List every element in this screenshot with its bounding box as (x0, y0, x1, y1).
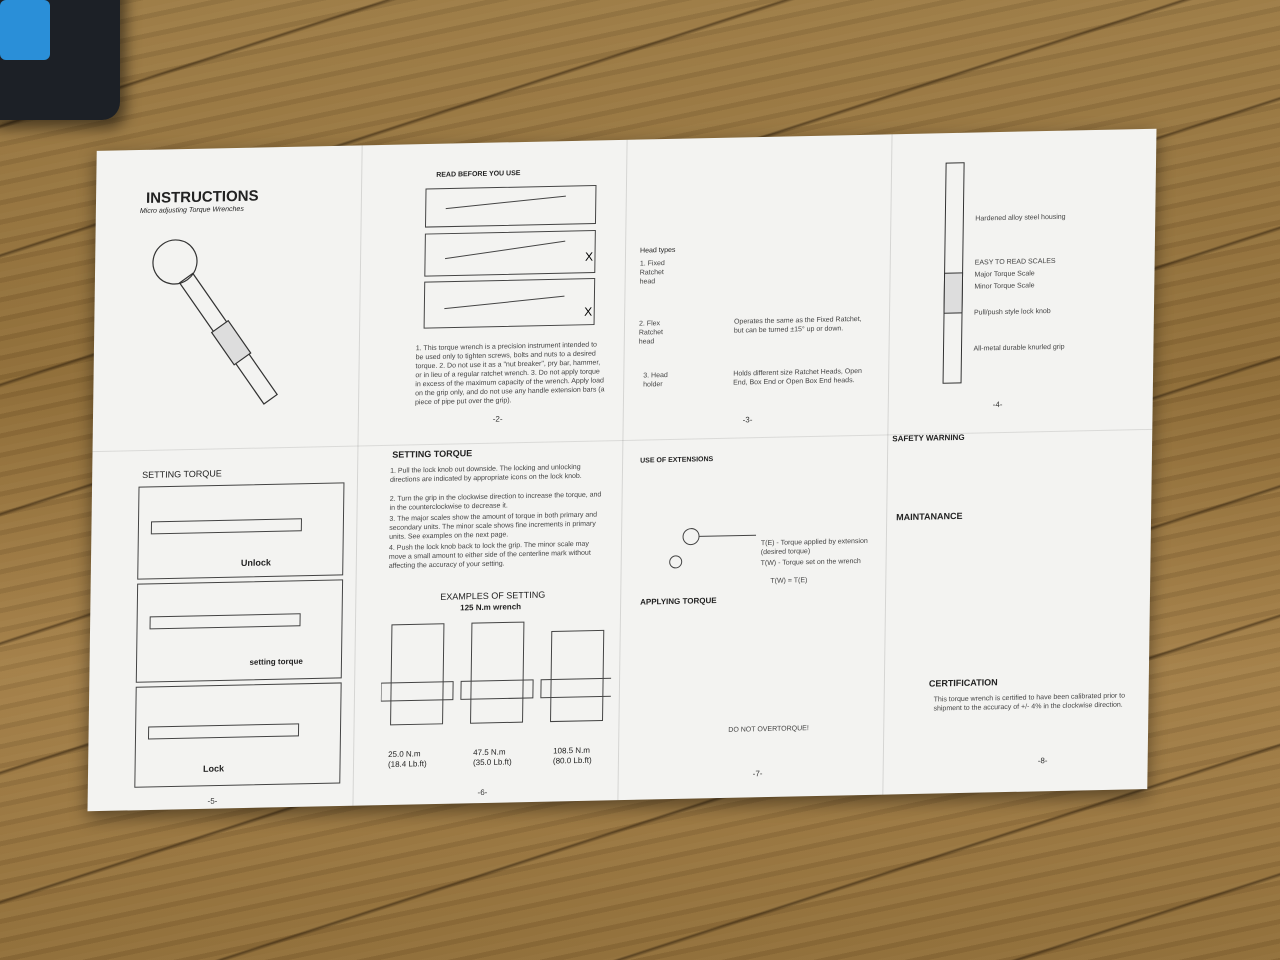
page-5: -5- (207, 796, 218, 806)
head-holder-label: 3. Head holder (643, 372, 668, 389)
svg-text:X: X (585, 250, 593, 264)
safety-warning-title: SAFETY WARNING (892, 432, 965, 444)
do-not-overtorque: DO NOT OVERTORQUE! (728, 725, 809, 734)
page-3: -3- (742, 415, 753, 425)
setting-step-1: 1. Pull the lock knob out downside. The … (389, 463, 582, 484)
page-4: -4- (992, 400, 1003, 410)
device-screen (0, 0, 50, 60)
fixed-head-label: 1. Fixed Ratchet head (639, 260, 665, 286)
extensions-title: USE OF EXTENSIONS (640, 456, 714, 465)
example-3-value: 108.5 N.m (553, 745, 591, 756)
setting-step-4: 4. Push the lock knob back to lock the g… (388, 540, 591, 570)
maintenance-title: MAINTANANCE (896, 510, 963, 523)
wrench-diagram (942, 162, 965, 384)
instructions-subtitle: Micro adjusting Torque Wrenches (139, 205, 244, 216)
setting-steps-illustration (134, 482, 345, 788)
grip-label: All-metal durable knurled grip (973, 343, 1065, 353)
wrench-size: 125 N.m wrench (460, 602, 522, 613)
svg-text:X: X (584, 305, 592, 319)
head-types-label: Head types (640, 246, 676, 255)
example-2-lbft: (35.0 Lb.ft) (472, 757, 512, 768)
lock-knob-label: Pull/push style lock knob (973, 307, 1051, 317)
formula: T(W) = T(E) (770, 577, 808, 585)
example-1-value: 25.0 N.m (388, 749, 421, 759)
te-label: T(E) - Torque applied by extension (desi… (760, 537, 868, 557)
unlock-label: Unlock (240, 557, 271, 569)
example-3-lbft: (80.0 Lb.ft) (552, 755, 592, 766)
minor-scale-label: Minor Torque Scale (974, 282, 1035, 291)
setting-step-2: 2. Turn the grip in the clockwise direct… (389, 491, 602, 512)
instructions-title: INSTRUCTIONS (145, 187, 259, 207)
example-1-lbft: (18.4 Lb.ft) (387, 759, 427, 769)
read-before-title: READ BEFORE YOU USE (436, 170, 521, 179)
page-6: -6- (477, 787, 488, 798)
page-7: -7- (752, 769, 763, 779)
wrench-illustration (152, 239, 278, 405)
read-before-text: 1. This torque wrench is a precision ins… (414, 341, 605, 407)
flex-head-label: 2. Flex Ratchet head (638, 320, 664, 346)
page-8: -8- (1037, 756, 1048, 766)
setting-torque-small-title: SETTING TORQUE (142, 468, 222, 481)
setting-torque-title: SETTING TORQUE (392, 448, 473, 460)
easy-scales-label: EASY TO READ SCALES (974, 257, 1056, 267)
major-scale-label: Major Torque Scale (974, 270, 1035, 279)
certification-title: CERTIFICATION (928, 677, 998, 689)
instruction-sheet: INSTRUCTIONS Micro adjusting Torque Wren… (87, 128, 1157, 812)
examples-title: EXAMPLES OF SETTING (440, 589, 546, 602)
housing-label: Hardened alloy steel housing (975, 213, 1066, 223)
flex-head-desc: Operates the same as the Fixed Ratchet, … (733, 315, 862, 335)
head-holder-desc: Holds different size Ratchet Heads, Open… (733, 367, 862, 387)
lock-label: Lock (202, 763, 225, 774)
extension-diagram (669, 528, 757, 569)
tw-label: T(W) - Torque set on the wrench (760, 558, 861, 568)
example-2-value: 47.5 N.m (473, 747, 506, 758)
device-corner (0, 0, 120, 120)
scale-examples (380, 621, 613, 726)
applying-torque-title: APPLYING TORQUE (640, 596, 717, 607)
setting-step-3: 3. The major scales show the amount of t… (389, 511, 598, 541)
setting-torque-label: setting torque (249, 656, 303, 667)
misuse-illustrations: XX (423, 184, 597, 329)
certification-text: This torque wrench is certified to have … (933, 692, 1126, 713)
page-2: -2- (492, 414, 503, 424)
